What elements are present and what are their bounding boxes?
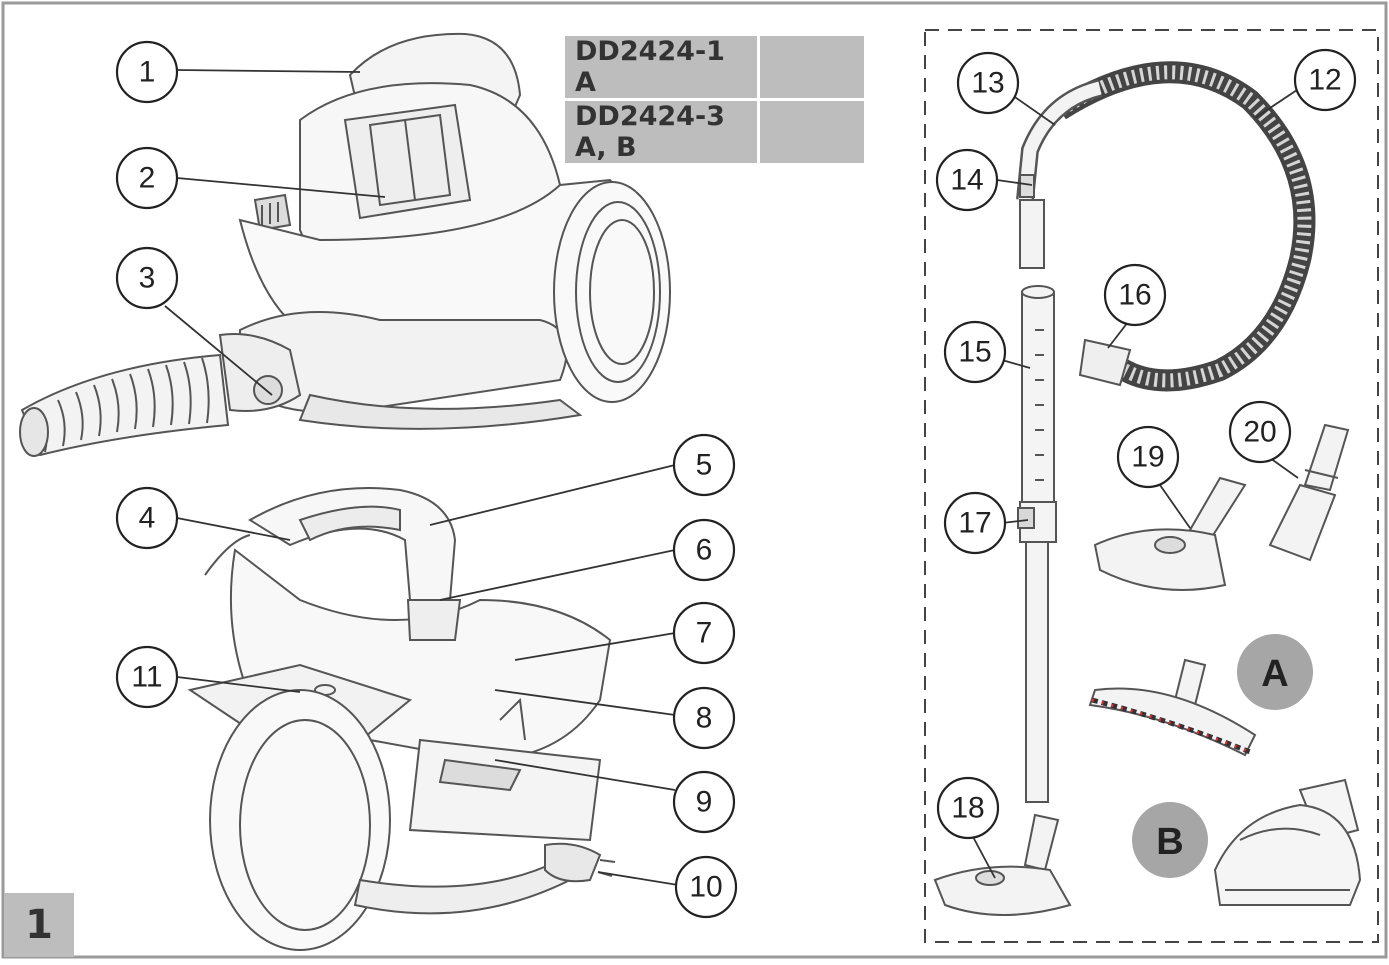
callout-circle-7 xyxy=(672,601,736,665)
callout-label-13: 13 xyxy=(971,67,1004,100)
accessory-parquet-brush-a xyxy=(1088,658,1257,757)
callout-label-20: 20 xyxy=(1243,416,1276,449)
accessory-crevice-tool-20 xyxy=(1268,423,1350,562)
callout-circle-3 xyxy=(115,246,179,310)
callout-label-10: 10 xyxy=(689,871,722,904)
callout-label-11: 11 xyxy=(131,661,162,694)
callout-label-3: 3 xyxy=(139,262,156,295)
callout-circle-8 xyxy=(672,686,736,750)
callout-label-15: 15 xyxy=(958,336,991,369)
callout-label-7: 7 xyxy=(696,617,713,650)
figure-number: 1 xyxy=(4,893,74,957)
model-label-1: DD2424-1 A xyxy=(565,36,757,98)
model-row: DD2424-1 A xyxy=(565,36,864,98)
model-label-2: DD2424-3 A, B xyxy=(565,101,757,163)
vacuum-bottom-illustration xyxy=(187,487,616,951)
callout-circle-16 xyxy=(1103,263,1167,327)
accessory-turbo-brush-b xyxy=(1213,778,1362,906)
callout-label-18: 18 xyxy=(951,792,984,825)
variant-badge-a xyxy=(1237,634,1313,710)
callout-circle-11 xyxy=(115,645,179,709)
callout-circle-1 xyxy=(115,40,179,104)
callout-circle-13 xyxy=(956,51,1020,115)
accessories-box xyxy=(924,29,1379,943)
callout-label-16: 16 xyxy=(1118,279,1151,312)
callout-circle-5 xyxy=(672,433,736,497)
callout-circle-20 xyxy=(1228,400,1292,464)
variant-badge-b xyxy=(1132,802,1208,878)
callout-label-1: 1 xyxy=(139,56,156,89)
leader-lines xyxy=(164,69,1299,886)
callout-label-9: 9 xyxy=(696,786,713,819)
variant-badge-a-label: A xyxy=(1261,653,1288,695)
callout-label-14: 14 xyxy=(950,164,983,197)
callout-circles xyxy=(115,40,1357,919)
model-cell-empty-1 xyxy=(760,36,864,98)
callout-label-17: 17 xyxy=(958,507,991,540)
accessory-hose xyxy=(1016,61,1316,392)
vacuum-top-hose xyxy=(19,353,230,457)
callout-labels: 1 2 3 4 5 6 7 8 9 10 11 12 13 14 15 16 1… xyxy=(131,56,1341,904)
callout-circle-2 xyxy=(115,146,179,210)
vacuum-top-illustration xyxy=(218,32,671,430)
callout-label-6: 6 xyxy=(696,534,713,567)
callout-circle-9 xyxy=(672,770,736,834)
callout-circle-18 xyxy=(936,776,1000,840)
callout-label-19: 19 xyxy=(1131,441,1164,474)
callout-circle-19 xyxy=(1116,425,1180,489)
callout-label-8: 8 xyxy=(696,702,713,735)
accessory-floor-nozzle-19 xyxy=(1093,476,1247,591)
callout-circle-15 xyxy=(943,320,1007,384)
callout-label-4: 4 xyxy=(139,502,156,535)
callout-label-2: 2 xyxy=(139,162,156,195)
callout-label-12: 12 xyxy=(1308,64,1341,97)
callout-circle-4 xyxy=(115,486,179,550)
callout-circle-14 xyxy=(935,148,999,212)
accessory-floor-nozzle-18 xyxy=(933,813,1072,916)
accessory-telescopic-tube xyxy=(1017,285,1057,803)
callout-circle-17 xyxy=(943,491,1007,555)
callout-label-5: 5 xyxy=(696,449,713,482)
callout-circle-12 xyxy=(1293,48,1357,112)
variant-badge-b-label: B xyxy=(1156,821,1183,863)
model-cell-empty-2 xyxy=(760,101,864,163)
callout-circle-10 xyxy=(674,855,738,919)
callout-circle-6 xyxy=(672,518,736,582)
model-table: DD2424-1 A DD2424-3 A, B xyxy=(562,33,867,166)
model-row: DD2424-3 A, B xyxy=(565,101,864,163)
